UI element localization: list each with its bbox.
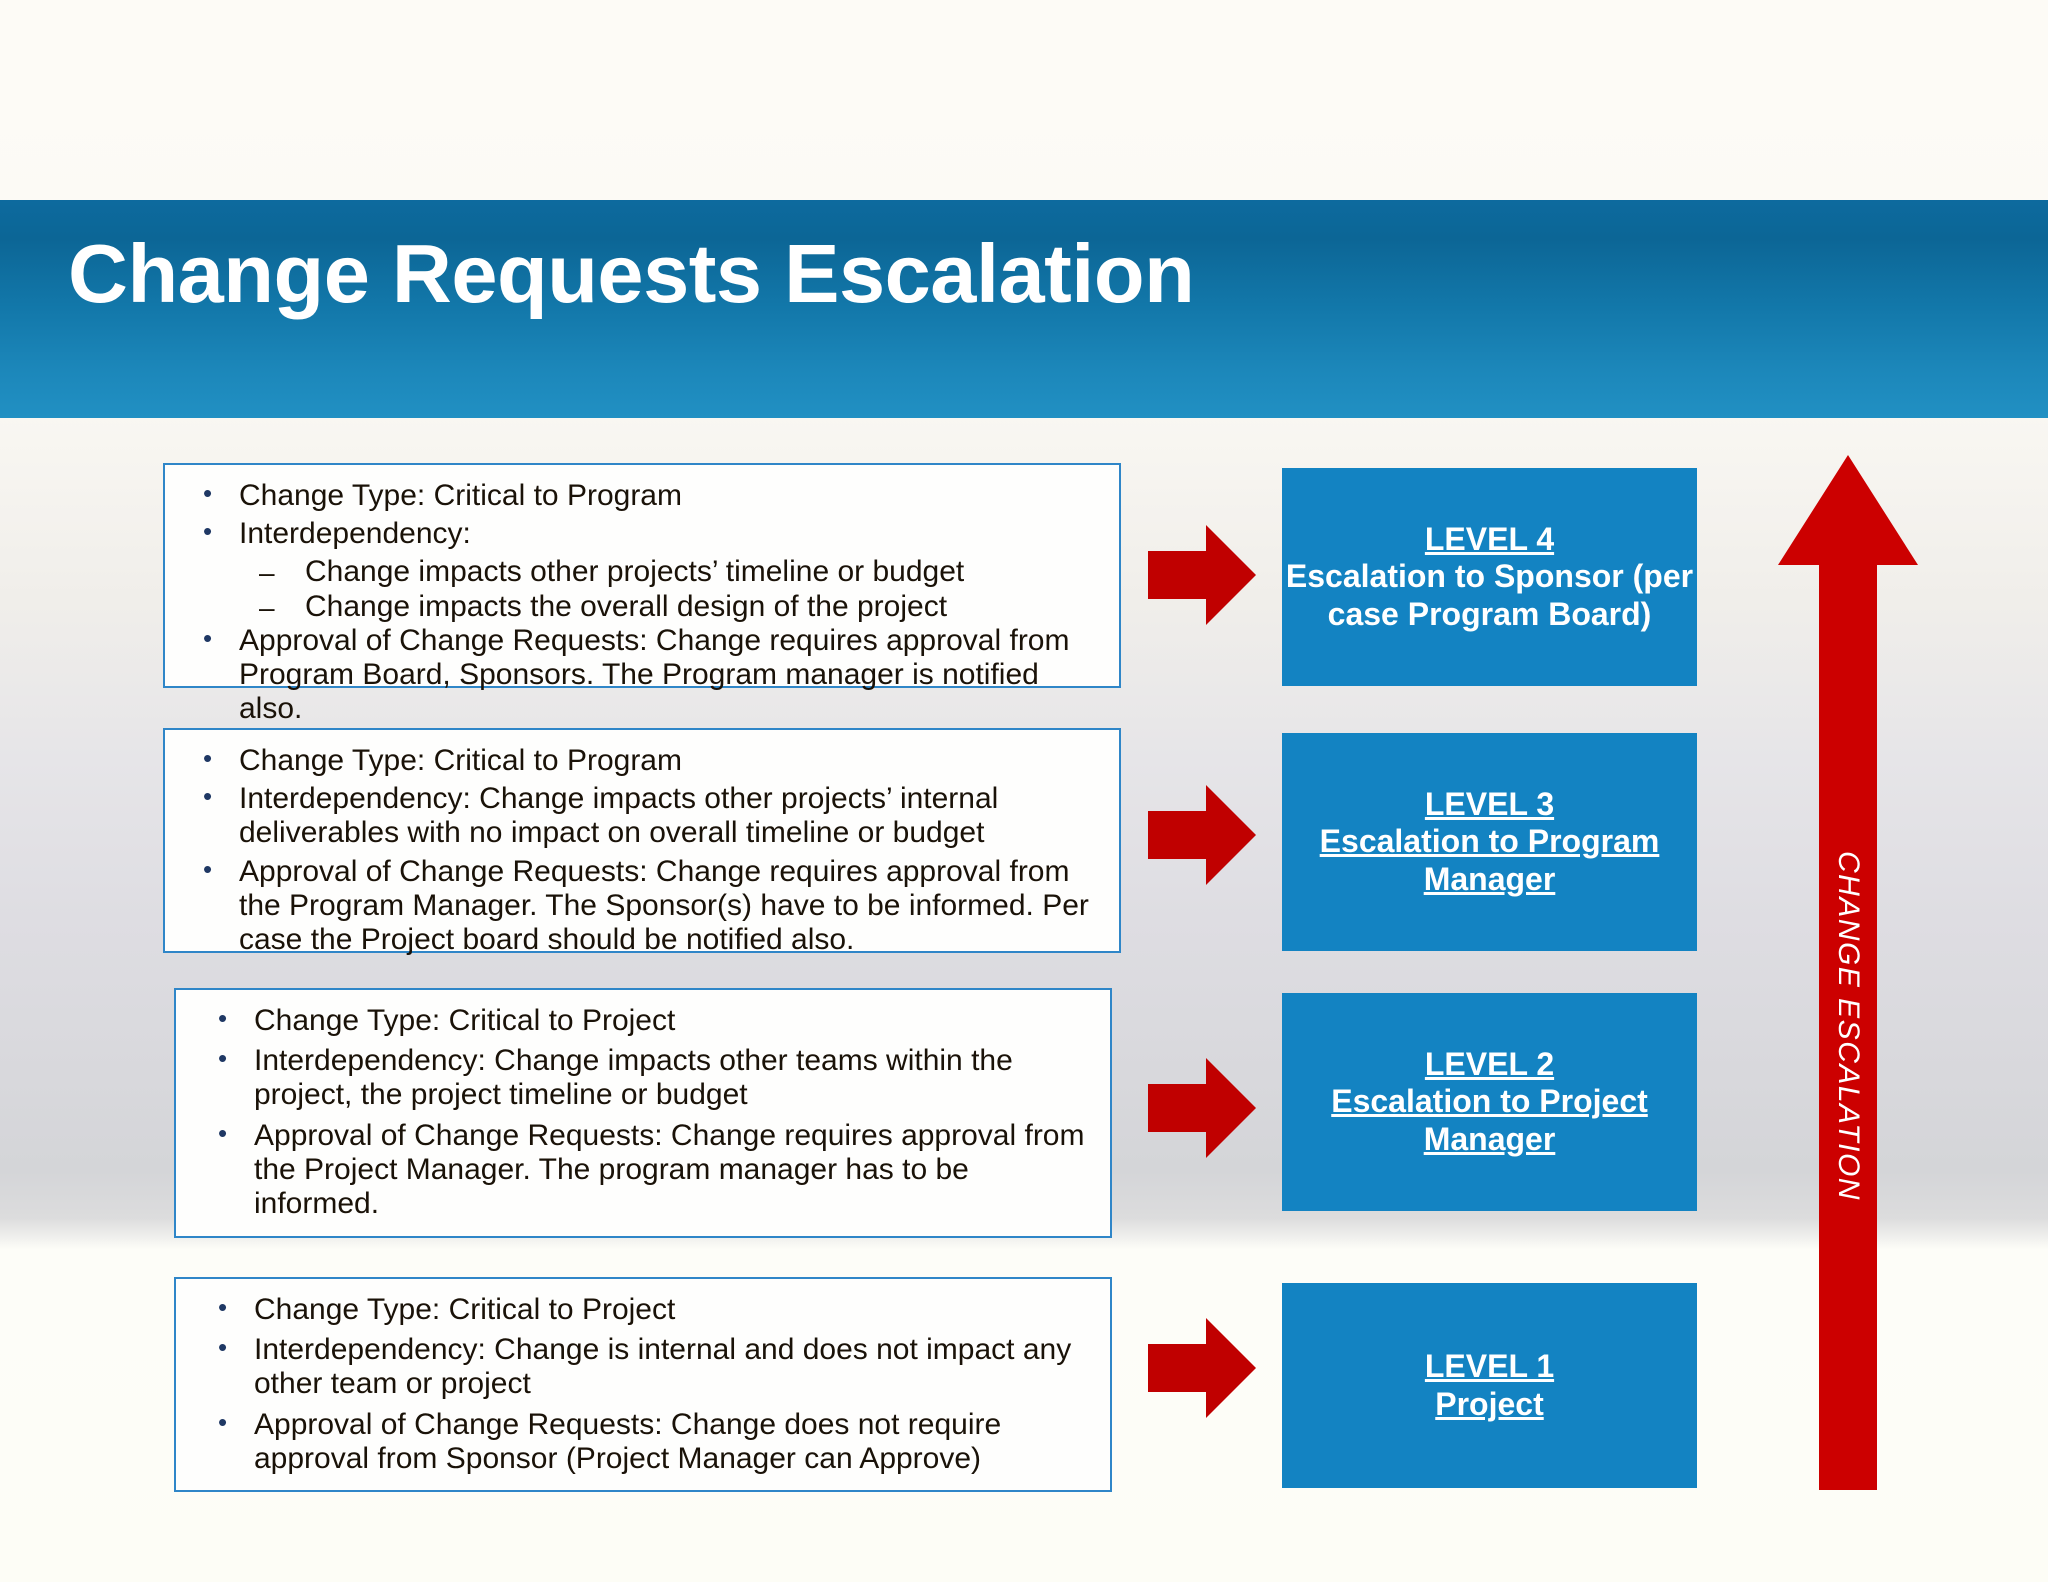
arrow-shaft xyxy=(1148,1084,1210,1132)
criteria-box-level-4: Change Type: Critical to Program Interde… xyxy=(163,463,1121,725)
slide-title-bar: Change Requests Escalation xyxy=(0,200,2048,418)
list-item: Interdependency: xyxy=(181,515,1103,551)
arrow-head xyxy=(1778,455,1918,565)
arrow-head xyxy=(1206,525,1256,625)
list-item: Change Type: Critical to Project xyxy=(192,1002,1094,1038)
list-item: Interdependency: Change is internal and … xyxy=(192,1331,1094,1401)
arrow-shaft xyxy=(1819,561,1877,1490)
arrow-head xyxy=(1206,1058,1256,1158)
bullet-list: Change Type: Critical to Program Interde… xyxy=(181,477,1103,727)
level-subtitle: Project xyxy=(1435,1385,1544,1422)
level-box-3: LEVEL 3 Escalation to Program Manager xyxy=(1282,733,1697,951)
right-arrow-icon-level-2 xyxy=(1148,1058,1256,1158)
list-item: Approval of Change Requests: Change requ… xyxy=(181,853,1103,958)
bullet-list: Change Type: Critical to Project Interde… xyxy=(192,1002,1094,1222)
level-subtitle: Escalation to Project Manager xyxy=(1331,1083,1648,1157)
criteria-box-level-1: Change Type: Critical to Project Interde… xyxy=(174,1277,1112,1492)
level-title: LEVEL 3 xyxy=(1424,786,1555,823)
list-item: Interdependency: Change impacts other pr… xyxy=(181,780,1103,850)
bullet-list: Change Type: Critical to Program Interde… xyxy=(181,742,1103,958)
list-item: Change Type: Critical to Project xyxy=(192,1291,1094,1327)
list-item: Change impacts the overall design of the… xyxy=(181,590,1103,627)
level-title: LEVEL 2 xyxy=(1424,1046,1555,1083)
level-subtitle: Escalation to Sponsor (per case Program … xyxy=(1285,558,1694,632)
page-title: Change Requests Escalation xyxy=(68,227,1195,320)
list-item: Approval of Change Requests: Change requ… xyxy=(192,1117,1094,1222)
level-subtitle: Escalation to Program Manager xyxy=(1319,823,1660,897)
arrow-shaft xyxy=(1148,1344,1210,1392)
level-box-2: LEVEL 2 Escalation to Project Manager xyxy=(1282,993,1697,1211)
right-arrow-icon-level-4 xyxy=(1148,525,1256,625)
list-item: Change Type: Critical to Program xyxy=(181,742,1103,778)
level-box-4: LEVEL 4 Escalation to Sponsor (per case … xyxy=(1282,468,1697,686)
level-title: LEVEL 4 xyxy=(1424,521,1555,558)
arrow-shaft xyxy=(1148,811,1210,859)
criteria-box-level-3: Change Type: Critical to Program Interde… xyxy=(163,728,1121,956)
level-box-1: LEVEL 1 Project xyxy=(1282,1283,1697,1488)
list-item: Approval of Change Requests: Change does… xyxy=(192,1406,1094,1476)
bullet-list: Change Type: Critical to Project Interde… xyxy=(192,1291,1094,1476)
escalation-arrow-label-wrap: CHANGE ESCALATION xyxy=(1819,561,1877,1490)
list-item: Change impacts other projects’ timeline … xyxy=(181,555,1103,592)
arrow-head xyxy=(1206,785,1256,885)
arrow-head xyxy=(1206,1318,1256,1418)
list-item: Change Type: Critical to Program xyxy=(181,477,1103,513)
level-title: LEVEL 1 xyxy=(1424,1348,1555,1385)
right-arrow-icon-level-3 xyxy=(1148,785,1256,885)
criteria-box-level-2: Change Type: Critical to Project Interde… xyxy=(174,988,1112,1238)
right-arrow-icon-level-1 xyxy=(1148,1318,1256,1418)
arrow-shaft xyxy=(1148,551,1210,599)
up-arrow-icon-change-escalation: CHANGE ESCALATION xyxy=(1778,455,1918,1490)
list-item: Interdependency: Change impacts other te… xyxy=(192,1042,1094,1112)
list-item: Approval of Change Requests: Change requ… xyxy=(181,622,1103,727)
escalation-arrow-label: CHANGE ESCALATION xyxy=(1832,850,1866,1201)
